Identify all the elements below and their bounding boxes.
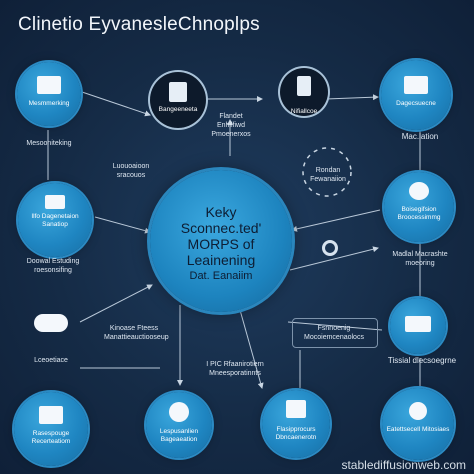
node-bottom-1: Rasespouge Recerteatiom [14,392,88,466]
annotation: Fsnnoenig Mocoiemcenaolocs [304,325,364,341]
node-caption: Lespusanlien Bageaeation [159,428,199,443]
cloud-icon [34,314,68,332]
center-line-4: Leainening [186,252,256,268]
server-icon [169,82,187,102]
node-label: Tissial dlecsoegrne [387,356,457,365]
node-bottom-3: Flasipprocurs Dbncaenerotn [262,390,330,458]
node-bottom-2: Lespusanlien Bageaeation [146,392,212,458]
node-caption: Flasipprocurs Dbncaenerotn [275,426,317,441]
annotation: Kinoase Fteess Manattieauctiooseup [104,325,169,341]
settings-icon [409,402,427,420]
page-title: Clinetio EyvaneslеChnoplps [18,14,260,35]
line-tl-tm1 [81,91,151,117]
node-bottom-right-small [390,298,446,354]
node-caption: Eatettsecell Mitosiaes [386,426,450,433]
node-label: Madlal Macrashte moeoring [392,251,448,267]
gear-icon [322,240,338,256]
line-cloud-center [79,284,153,323]
annotation: Luouoaioon sracouos [112,163,150,179]
node-monitoring: Mesmmerking [17,62,81,126]
phone-icon [297,76,311,96]
node-caption: Bangeeneeta [158,106,198,113]
node-label: Mac.lation [401,132,439,141]
annotation: Rondan Fewanaiion [310,167,346,183]
line-ml-center [94,216,151,234]
node-middle-left: Ilfo Dagenetaion Sanatiop [18,183,92,257]
network-icon [409,182,429,200]
node-middle-right: Boisegifsion Broocessimmg [384,172,454,242]
node-top-right: Dagecsuecne [381,60,451,130]
node-label: Mesooniteking [26,140,72,147]
central-hub: Keky Sconnec.ted' MORPS of Leainening Da… [150,170,292,312]
node-caption: Ilfo Dagenetaion Sanatiop [31,213,79,228]
nodes-icon [405,316,431,332]
home-icon [286,400,306,418]
node-caption: Dagecsuecne [396,100,436,107]
node-caption: Nifiallcoe [290,108,318,115]
node-caption: Boisegifsion Broocessimmg [397,206,441,221]
annotation-box [292,318,378,348]
node-label: Lceoetiace [34,357,68,364]
center-line-5: Dat. Eanaiim [189,270,253,282]
node-label: Doowal Estuding roesonsifing [26,258,80,274]
annotation: I PIC Rfaanirotiern Mneesporatinnts [206,361,264,377]
line-center-br [287,321,383,331]
node-top-middle-2: Nifiallcoe [280,68,328,116]
line-center-mr [289,246,379,271]
watermark: stablediffusionweb.com [341,458,466,472]
center-line-2: Sconnec.ted' [180,220,262,236]
line-center-b3 [239,309,264,389]
screen-icon [39,406,63,424]
node-caption: Mesmmerking [28,100,70,107]
people-icon [404,76,428,94]
line-tm2-tr [325,94,379,101]
line-mr-center [291,209,381,232]
center-line-1: Keky [205,204,237,220]
node-bottom-4: Eatettsecell Mitosiaes [382,388,454,460]
annotation: Flandet Enhilfiwd Pmoenerxos [211,113,251,138]
node-caption: Rasespouge Recerteatiom [31,430,71,445]
node-top-middle-1: Bangeeneeta [150,72,206,128]
document-icon [45,195,65,209]
checkbadge-icon [169,402,189,422]
center-line-3: MORPS of [187,236,255,252]
monitor-icon [37,76,61,94]
dashed-ring [302,147,352,197]
